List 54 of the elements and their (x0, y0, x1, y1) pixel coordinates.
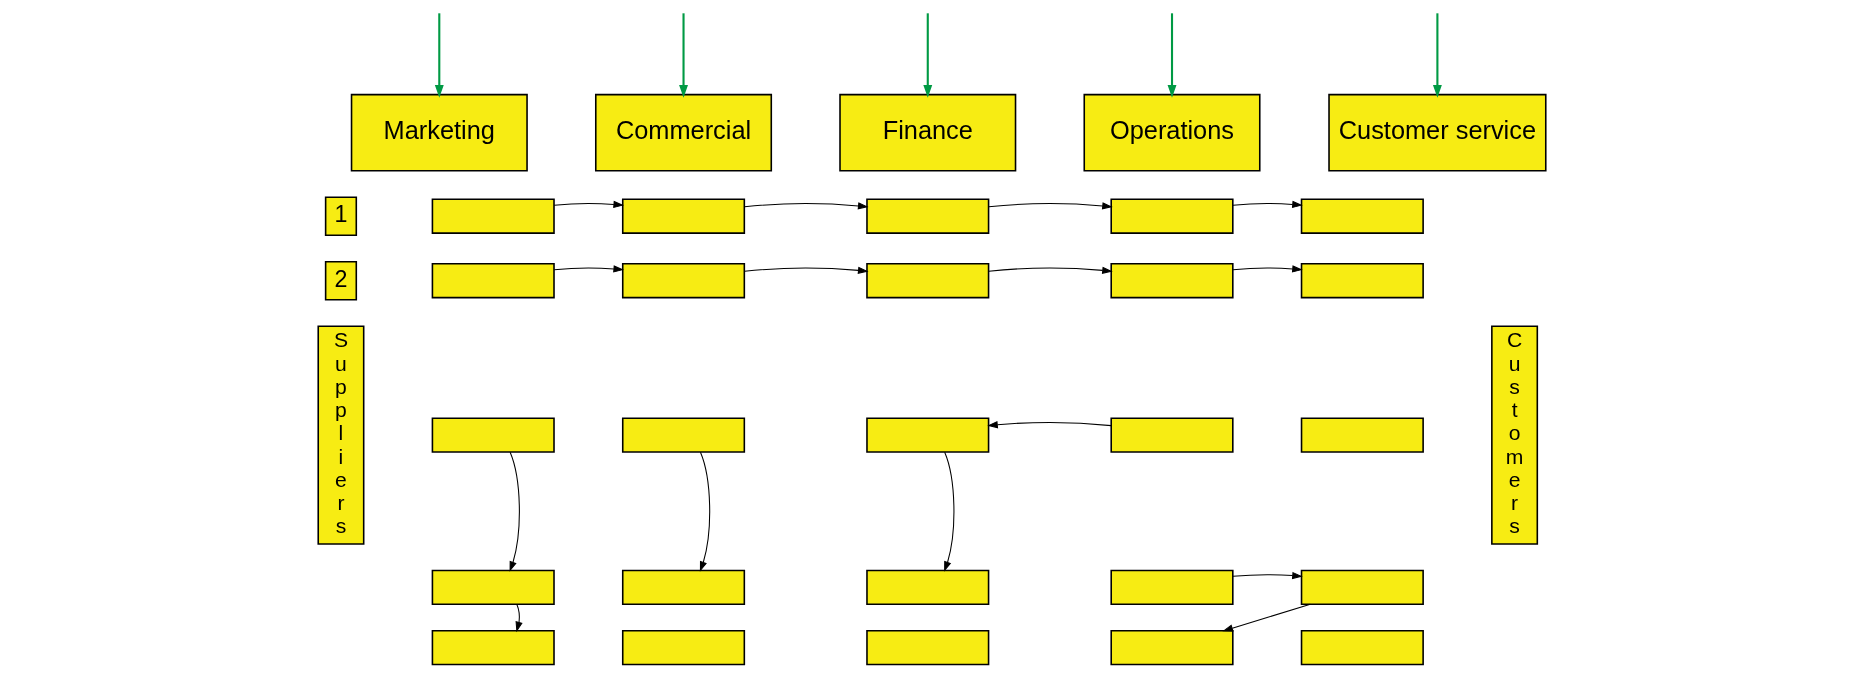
node-box: 1 (324, 196, 357, 237)
arrow (1221, 603, 1311, 632)
node-box: Customer service (1327, 93, 1547, 172)
arrow (986, 421, 1112, 429)
node-box (621, 417, 745, 453)
node-box (1300, 417, 1424, 453)
arrow (743, 202, 869, 210)
arrow (515, 603, 523, 633)
arrow (509, 451, 520, 572)
arrow (1231, 265, 1303, 273)
node-box: 2 (324, 260, 357, 301)
arrow (1432, 13, 1442, 98)
arrow (678, 13, 688, 98)
node-box (431, 198, 555, 234)
arrow (922, 13, 932, 98)
node-box (1300, 198, 1424, 234)
node-box (1300, 263, 1424, 299)
node-box (865, 569, 989, 606)
node-box (621, 198, 745, 234)
node-box (621, 629, 745, 666)
node-box (1109, 569, 1234, 606)
node-box: Commercial (594, 93, 772, 172)
arrow (987, 202, 1113, 210)
node-box: Finance (838, 93, 1016, 172)
node-box (621, 263, 745, 299)
node-box (1300, 629, 1424, 666)
node-box (431, 263, 555, 299)
arrow (1231, 200, 1303, 209)
node-box: Operations (1082, 93, 1261, 172)
node-box (431, 417, 555, 453)
node-box (1109, 417, 1234, 453)
arrow (743, 266, 869, 275)
arrow (553, 200, 624, 209)
arrow (553, 265, 624, 273)
arrow (699, 451, 710, 572)
arrow (943, 451, 954, 572)
node-box (1109, 629, 1234, 666)
node-box (1109, 198, 1234, 234)
node-box (865, 417, 989, 453)
arrow (434, 13, 444, 98)
node-box (1109, 263, 1234, 299)
node-box (431, 569, 555, 606)
node-box: Suppliers (316, 325, 364, 545)
node-box (621, 569, 745, 606)
node-box (865, 263, 989, 299)
arrow (1231, 571, 1303, 580)
node-box: Marketing (350, 93, 528, 172)
arrow (987, 266, 1113, 275)
node-box (865, 198, 989, 234)
node-box (1300, 569, 1424, 606)
node-box (865, 629, 989, 666)
node-box: Customers (1490, 325, 1538, 545)
node-box (431, 629, 555, 666)
arrow (1167, 13, 1176, 98)
